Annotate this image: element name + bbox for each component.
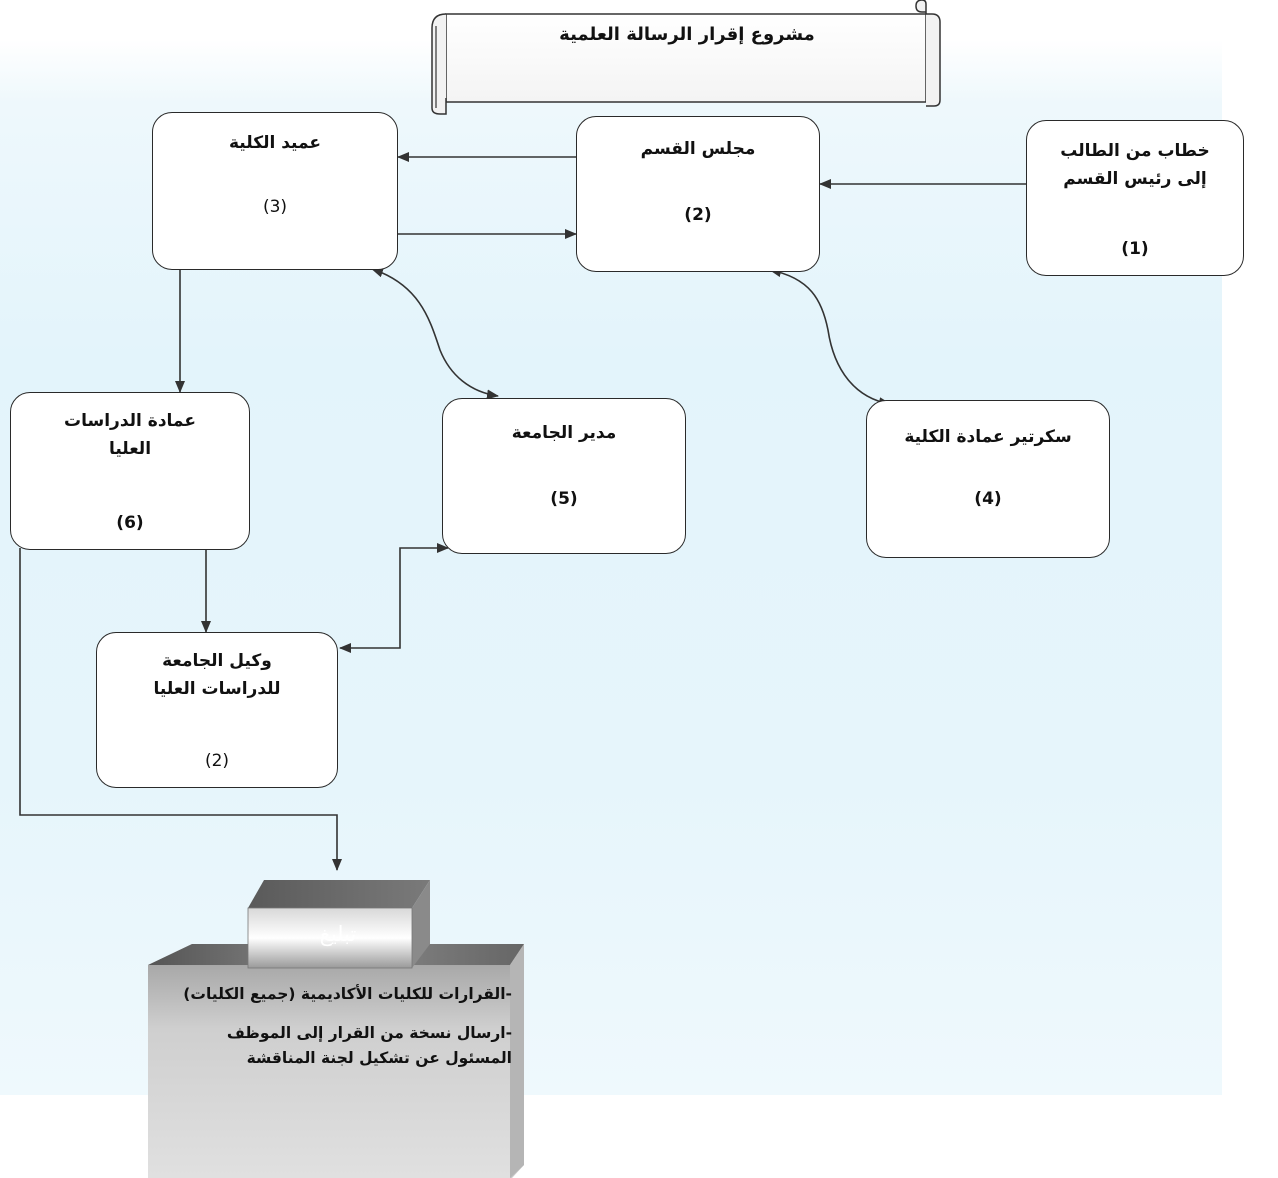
notification-block (148, 880, 524, 1178)
node-number: (2) (204, 751, 230, 771)
scroll-banner (431, 0, 941, 115)
arrow-graduate-to-notification (19, 548, 342, 871)
node-title: مجلس القسم (640, 139, 756, 159)
notification-label: تبليغ (319, 922, 357, 946)
node-title: وكيل الجامعة للدراسات العليا (153, 651, 281, 699)
node-title: خطاب من الطالب إلى رئيس القسم (1060, 141, 1210, 189)
notification-list: -القرارات للكليات الأكاديمية (جميع الكلي… (164, 982, 512, 1085)
node-deanship-secretary: سكرتير عمادة الكلية (4) (866, 400, 1110, 558)
node-title: مدير الجامعة (511, 423, 617, 443)
node-college-dean: عميد الكلية (3) (152, 112, 398, 270)
node-title: سكرتير عمادة الكلية (904, 427, 1072, 447)
arrow-director-vice-bidirectional (339, 543, 449, 653)
node-dept-council: مجلس القسم (2) (576, 116, 820, 272)
arrow-dean-director-bidirectional (371, 267, 499, 400)
node-student-letter: خطاب من الطالب إلى رئيس القسم (1) (1026, 120, 1244, 276)
node-number: (4) (974, 489, 1002, 509)
banner-title: مشروع إقرار الرسالة العلمية (559, 24, 815, 45)
node-vice-rector: وكيل الجامعة للدراسات العليا (2) (96, 632, 338, 788)
node-number: (1) (1121, 239, 1149, 259)
node-number: (6) (116, 513, 144, 533)
node-title: عميد الكلية (229, 133, 321, 153)
notification-item: -القرارات للكليات الأكاديمية (جميع الكلي… (183, 985, 512, 1003)
notification-item: -ارسال نسخة من القرار إلى الموظف المسئول… (226, 1024, 512, 1067)
arrow-council-secretary-bidirectional (769, 267, 891, 408)
node-university-director: مدير الجامعة (5) (442, 398, 686, 554)
node-number: (5) (550, 489, 578, 509)
node-title: عمادة الدراسات العليا (64, 411, 196, 459)
node-graduate-deanship: عمادة الدراسات العليا (6) (10, 392, 250, 550)
node-number: (3) (262, 197, 288, 217)
node-number: (2) (684, 205, 712, 225)
